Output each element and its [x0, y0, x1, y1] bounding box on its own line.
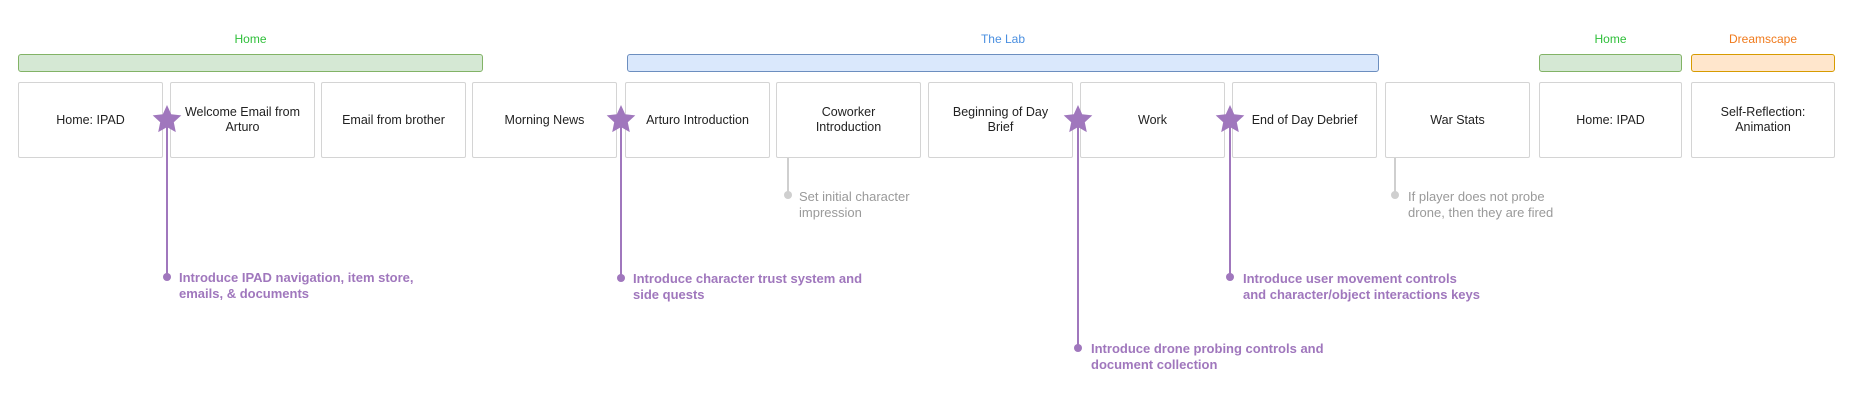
milestone-star-icon [152, 105, 182, 133]
step-box: Beginning of Day Brief [928, 82, 1073, 158]
note-line: Set initial character [799, 189, 910, 204]
milestone-dot [617, 274, 625, 282]
region-bar-home [18, 54, 483, 72]
milestone-note: Introduce drone probing controls and doc… [1091, 341, 1324, 373]
note-line: side quests [633, 287, 705, 302]
step-box: Self-Reflection: Animation [1691, 82, 1835, 158]
region-bar-home-2 [1539, 54, 1682, 72]
milestone-note: Introduce character trust system and sid… [633, 271, 862, 303]
side-note-dot [1391, 191, 1399, 199]
note-line: Introduce character trust system and [633, 271, 863, 286]
step-label: Self-Reflection: Animation [1720, 105, 1806, 134]
region-label-the-lab: The Lab [980, 32, 1026, 46]
step-box: Work [1080, 82, 1225, 158]
step-label: Arturo Introduction [646, 112, 749, 127]
side-note: If player does not probe drone, then the… [1408, 189, 1553, 221]
milestone-note: Introduce IPAD navigation, item store, e… [179, 270, 414, 302]
milestone-connector [620, 120, 622, 278]
milestone-star-icon [1063, 105, 1093, 133]
step-label: Coworker Introduction [815, 105, 882, 134]
side-note-dot [784, 191, 792, 199]
step-label: War Stats [1430, 112, 1485, 127]
step-label: Home: IPAD [1576, 112, 1645, 127]
side-note-connector [787, 158, 789, 194]
step-box: Arturo Introduction [625, 82, 770, 158]
step-box: Home: IPAD [18, 82, 163, 158]
milestone-connector [166, 120, 168, 278]
step-label: Welcome Email from Arturo [184, 105, 301, 134]
note-line: drone, then they are fired [1408, 205, 1554, 220]
note-line: Introduce IPAD navigation, item store, [179, 270, 414, 285]
step-box: Home: IPAD [1539, 82, 1682, 158]
step-label: Email from brother [342, 112, 445, 127]
note-line: If player does not probe [1408, 189, 1545, 204]
step-box: Welcome Email from Arturo [170, 82, 315, 158]
region-bar-the-lab [627, 54, 1379, 72]
milestone-dot [1074, 344, 1082, 352]
note-line: emails, & documents [179, 286, 310, 301]
step-label: End of Day Debrief [1251, 112, 1358, 127]
note-line: document collection [1091, 357, 1218, 372]
step-box: End of Day Debrief [1232, 82, 1377, 158]
milestone-connector [1077, 120, 1079, 348]
step-box: Morning News [472, 82, 617, 158]
note-line: Introduce user movement controls [1243, 271, 1457, 286]
milestone-note: Introduce user movement controls and cha… [1243, 271, 1480, 303]
step-box: War Stats [1385, 82, 1530, 158]
region-label-home-2: Home [1594, 32, 1627, 46]
region-label-dreamscape: Dreamscape [1728, 32, 1798, 46]
region-label-home: Home [234, 32, 267, 46]
side-note: Set initial character impression [799, 189, 910, 221]
milestone-connector [1229, 120, 1231, 277]
milestone-star-icon [1215, 105, 1245, 133]
step-box: Coworker Introduction [776, 82, 921, 158]
step-label: Home: IPAD [56, 112, 125, 127]
side-note-connector [1394, 158, 1396, 194]
milestone-star-icon [606, 105, 636, 133]
note-line: and character/object interactions keys [1243, 287, 1480, 302]
region-bar-dreamscape [1691, 54, 1835, 72]
step-label: Beginning of Day Brief [952, 105, 1049, 134]
step-label: Morning News [504, 112, 585, 127]
step-label: Work [1138, 112, 1167, 127]
milestone-dot [1226, 273, 1234, 281]
note-line: impression [799, 205, 862, 220]
note-line: Introduce drone probing controls and [1091, 341, 1324, 356]
step-box: Email from brother [321, 82, 466, 158]
milestone-dot [163, 273, 171, 281]
